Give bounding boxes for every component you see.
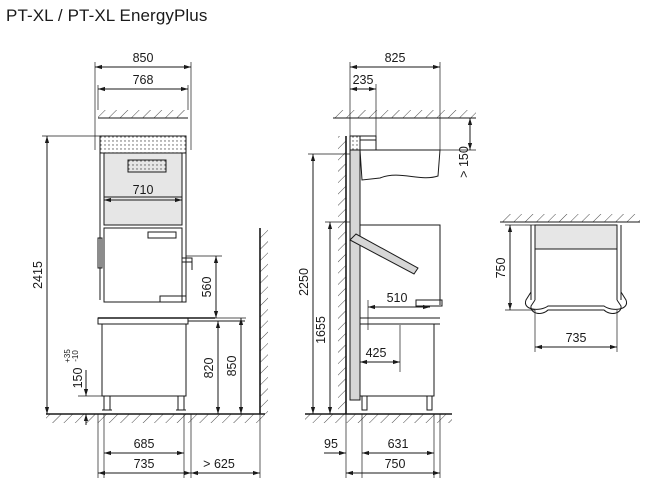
dim-front-base-inner: 685: [134, 437, 155, 451]
base-cabinet: [101, 323, 187, 397]
dim-side-basket: 425: [366, 346, 387, 360]
dim-front-height-top: 850: [225, 356, 239, 377]
dim-front-base-outer: 735: [134, 457, 155, 471]
dim-side-height-door: 1655: [314, 316, 328, 344]
front-view: 850 768 710 2415 150 +35 -10 560 820 850: [31, 51, 268, 478]
page-title: PT-XL / PT-XL EnergyPlus: [6, 6, 208, 25]
side-open-door: [349, 233, 419, 275]
dim-front-hood-inner: 710: [133, 183, 154, 197]
dim-side-height-total: 2250: [297, 268, 311, 296]
dim-side-wall-gap: 95: [324, 437, 338, 451]
side-view: 825 235 > 150 2250 1655 510 425 95 631: [297, 51, 476, 478]
dim-front-foot-adjust: 150: [71, 368, 85, 389]
dim-side-hood-clear: > 150: [457, 146, 471, 178]
detail-view: 750 735: [494, 214, 640, 352]
dim-detail-width: 735: [566, 331, 587, 345]
dim-side-base-inner: 631: [388, 437, 409, 451]
floor-hatch-front: [46, 413, 265, 423]
dim-front-total-width: 850: [133, 51, 154, 65]
hood-grille: [99, 135, 187, 154]
dim-front-height-open: 560: [200, 277, 214, 298]
dim-side-rack: 510: [387, 291, 408, 305]
dim-side-depth-top: 825: [385, 51, 406, 65]
ceiling-hatch-detail: [500, 214, 640, 223]
side-column: [349, 149, 361, 401]
dim-detail-height: 750: [494, 258, 508, 279]
machine-door: [103, 227, 183, 303]
dim-side-hood-offset: 235: [353, 73, 374, 87]
door-handle: [147, 231, 177, 239]
dim-front-foot-tol-plus: +35: [63, 349, 72, 363]
ceiling-hatch-front: [98, 110, 188, 119]
dim-front-foot-tol-minus: -10: [71, 350, 80, 362]
wall-side: [338, 136, 347, 414]
side-base-cabinet: [359, 323, 435, 397]
detail-hood: [534, 224, 618, 250]
ceiling-hatch-side: [333, 110, 476, 119]
side-hood: [359, 149, 441, 181]
wall-front: [259, 228, 268, 414]
dim-side-base-outer: 750: [385, 457, 406, 471]
dim-front-height-total: 2415: [31, 261, 45, 289]
hood-control-panel: [127, 159, 167, 173]
dim-front-wall-clear: > 625: [203, 457, 235, 471]
dim-front-inner-width: 768: [133, 73, 154, 87]
floor-hatch-side: [305, 413, 452, 423]
dim-front-height-table: 820: [202, 358, 216, 379]
